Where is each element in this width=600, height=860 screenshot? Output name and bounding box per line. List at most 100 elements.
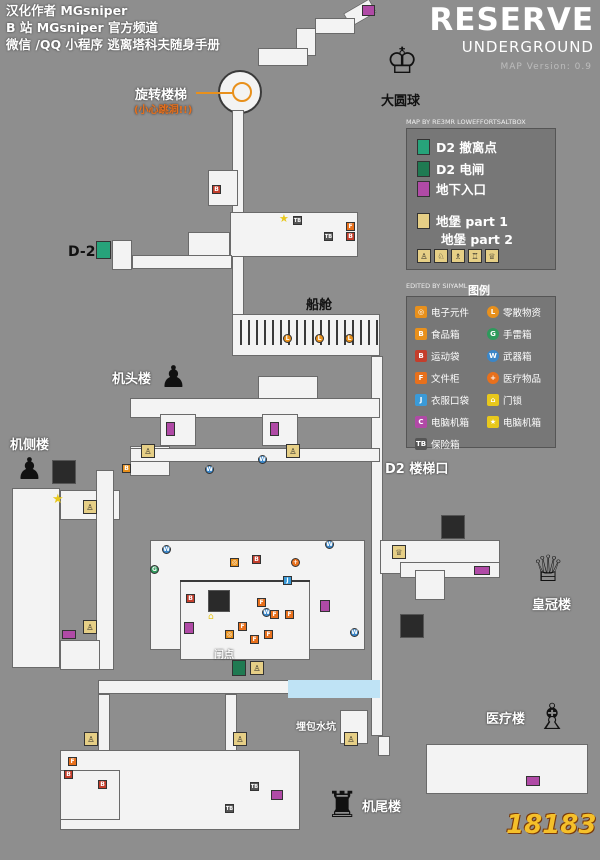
safe-marker: TB: [324, 232, 333, 241]
legend-item-label: 武器箱: [503, 352, 532, 363]
legend-item-label: 食品箱: [431, 330, 460, 341]
room: [12, 488, 60, 668]
photo-thumb: [52, 460, 76, 484]
legend-bunker1-label: 地堡 part 1: [436, 214, 508, 229]
file-cabinet-marker: F: [264, 630, 273, 639]
bunker-icon: ♙: [417, 249, 431, 263]
bunker-marker: ♙: [233, 732, 247, 746]
label-pass-point: 闸点: [214, 650, 234, 661]
lock-icon: ⌂: [208, 612, 214, 622]
legend-bunker2-label: 地堡 part 2: [441, 232, 513, 247]
legend-exfil-label: D2 撤离点: [436, 140, 497, 155]
weapon-box-marker: W: [262, 608, 271, 617]
safe-marker: TB: [250, 782, 259, 791]
legend-bunker2: 地堡 part 2: [441, 229, 513, 248]
file-cabinet-marker: F: [346, 222, 355, 231]
legend-bunker1: 地堡 part 1: [417, 211, 508, 230]
legend-item: ◎电子元件: [415, 305, 469, 319]
bunker-icon: ♘: [434, 249, 448, 263]
corridor: [96, 470, 114, 670]
legend-item-label: 保险箱: [431, 440, 460, 451]
food-box-marker: B: [122, 464, 131, 473]
legend-entrance: 地下入口: [417, 179, 486, 198]
weapon-box-marker: W: [258, 455, 267, 464]
sports-bag-marker: B: [252, 555, 261, 564]
entrance-swatch: [417, 180, 430, 197]
legend-item-label: 门锁: [503, 396, 523, 407]
credit-app: 微信 /QQ 小程序 逃离塔科夫随身手册: [6, 37, 220, 52]
room: [315, 18, 355, 34]
legend-item-label: 电脑机箱: [503, 418, 542, 429]
legend-item-icon: +: [487, 372, 499, 384]
legend-item-label: 手雷箱: [503, 330, 532, 341]
corridor: [130, 448, 380, 462]
corridor: [232, 256, 244, 316]
corridor: [378, 736, 390, 756]
room: [112, 240, 132, 270]
weapon-box-marker: W: [162, 545, 171, 554]
legend-item-label: 电脑机箱: [431, 418, 470, 429]
medical-marker: +: [291, 558, 300, 567]
bunker-marker: ♙: [84, 732, 98, 746]
legend-item-icon: J: [415, 394, 427, 406]
file-cabinet-marker: F: [238, 622, 247, 631]
legend-item-icon: L: [487, 306, 499, 318]
photo-thumb: [208, 590, 230, 612]
wall: [180, 580, 310, 582]
label-d2-stairs: D2 楼梯口: [385, 462, 449, 477]
chess-pawn-icon: ♟: [160, 360, 187, 395]
weapon-box-marker: W: [325, 540, 334, 549]
legend-item-icon: ★: [487, 416, 499, 428]
chess-rook-icon: ♜: [326, 785, 359, 826]
spiral-pointer: [196, 92, 234, 94]
label-water-pit: 埋包水坑: [296, 722, 336, 733]
corridor: [130, 398, 380, 418]
room: [258, 48, 308, 66]
safe-marker: TB: [293, 216, 302, 225]
primary-legend: D2 撤离点 D2 电闸 地下入口 地堡 part 1 地堡 part 2 ♙ …: [406, 128, 556, 270]
legend-item-icon: TB: [415, 438, 427, 450]
credit-channel: B 站 MGsniper 官方频道: [6, 20, 158, 35]
legend-item: W 武器箱: [487, 349, 532, 363]
legend-entrance-label: 地下入口: [436, 182, 487, 197]
label-knight-side: 机侧楼: [10, 438, 50, 453]
label-d2: D-2: [68, 244, 96, 260]
electronics-marker: ◎: [230, 558, 239, 567]
underground-entrance: [271, 790, 283, 800]
bunker-icon: ♕: [485, 249, 499, 263]
legend-item-icon: G: [487, 328, 499, 340]
legend-item: J 衣服口袋: [415, 393, 469, 407]
label-medical: 医疗楼: [486, 712, 526, 727]
underground-entrance: [474, 566, 490, 575]
legend-item-label: 衣服口袋: [431, 396, 470, 407]
jacket-marker: J: [283, 576, 292, 585]
legend-item-icon: ◎: [415, 306, 427, 318]
grenade-box-marker: G: [150, 565, 159, 574]
label-knight-building: 机头楼: [112, 372, 152, 387]
legend-item-label: 零散物资: [503, 308, 542, 319]
bunker-marker: ♙: [286, 444, 300, 458]
legend-item: ★ 电脑机箱: [487, 415, 541, 429]
photo-thumb: [400, 614, 424, 638]
hold-grating: [240, 320, 380, 345]
label-spiral-warning: (小心跳洞!!): [134, 105, 193, 116]
legend-item-label: 医疗物品: [503, 374, 542, 385]
sports-bag-marker: B: [98, 780, 107, 789]
label-queen-building: 皇冠楼: [532, 598, 572, 613]
computer-star-icon: ★: [279, 212, 289, 225]
sports-bag-marker: B: [186, 594, 195, 603]
label-tail-building: 机尾楼: [362, 800, 402, 815]
safe-marker: TB: [225, 804, 234, 813]
bunker-marker: ♙: [83, 620, 97, 634]
loose-loot-marker: L: [345, 334, 354, 343]
legend-item-label: 文件柜: [431, 374, 460, 385]
label-big-dome: 大圆球: [381, 94, 421, 109]
loose-loot-marker: L: [283, 334, 292, 343]
file-cabinet-marker: F: [257, 598, 266, 607]
legend-item-icon: ⌂: [487, 394, 499, 406]
legend-item-icon: W: [487, 350, 499, 362]
